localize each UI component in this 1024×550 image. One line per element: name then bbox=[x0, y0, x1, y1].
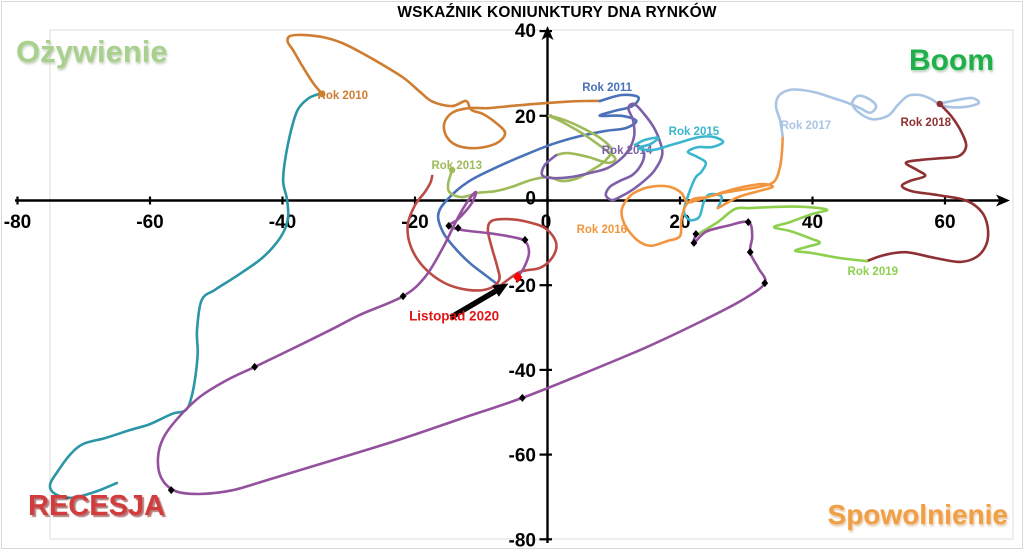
x-tick-label: -60 bbox=[136, 212, 163, 233]
series-rok-2020-month-marker bbox=[445, 221, 453, 230]
series-rok-2020-month-marker bbox=[518, 393, 526, 402]
series-rok-2018-start-dot bbox=[936, 100, 943, 108]
series-rok-2013-label: Rok 2013 bbox=[431, 160, 482, 172]
annotation-arrow-head bbox=[492, 283, 509, 297]
series-rok-2020-month-marker bbox=[521, 235, 529, 244]
series-rok-2020-month-marker bbox=[761, 279, 769, 288]
series-rok-2018-path bbox=[865, 102, 990, 264]
series-rok-2018-label: Rok 2018 bbox=[901, 117, 952, 129]
series-rok-2009-path bbox=[48, 92, 324, 500]
series-rok-2017-path bbox=[774, 88, 981, 138]
series-rok-2020-month-marker bbox=[692, 229, 700, 238]
series-rok-2017-label: Rok 2017 bbox=[781, 120, 832, 132]
series-rok-2020-month-marker bbox=[454, 224, 462, 233]
x-tick-label: -20 bbox=[401, 212, 428, 233]
series-rok-2020-month-marker bbox=[167, 486, 175, 495]
x-axis-arrowhead bbox=[996, 194, 1010, 207]
y-tick-label: -60 bbox=[509, 446, 536, 467]
chart-title: WSKAŹNIK KONIUNKTURY DNA RYNKÓW bbox=[397, 4, 717, 21]
series-rok-2020-path bbox=[156, 190, 767, 496]
series-rok-2014-path bbox=[540, 102, 664, 202]
series-rok-2020-month-marker bbox=[399, 292, 407, 301]
y-tick-label: 20 bbox=[515, 107, 536, 128]
annotation-arrow-shaft bbox=[449, 288, 497, 320]
x-tick-label: 60 bbox=[934, 212, 955, 233]
series-rok-2020-month-marker bbox=[251, 362, 259, 371]
y-axis-arrowhead bbox=[541, 26, 554, 40]
x-tick-label: 0 bbox=[541, 212, 552, 233]
series-rok-2020-month-marker bbox=[746, 248, 754, 257]
series-rok-2016-path bbox=[620, 134, 784, 248]
series-rok-2013-path bbox=[446, 114, 617, 199]
series-rok-2019-label: Rok 2019 bbox=[848, 266, 899, 278]
series-rok-2015-path bbox=[633, 135, 725, 222]
y-tick-label: -20 bbox=[509, 276, 536, 297]
quadrant-label-boom: Boom bbox=[909, 44, 994, 77]
annotation-label: Listopad 2020 bbox=[409, 309, 499, 324]
series-rok-2020-month-marker bbox=[690, 238, 698, 247]
series-rok-2010-label: Rok 2010 bbox=[318, 90, 369, 102]
series-rok-2016-label: Rok 2016 bbox=[577, 224, 628, 236]
x-tick-label: 40 bbox=[802, 212, 823, 233]
plot-area-border bbox=[49, 29, 1014, 540]
latest-point-diamond bbox=[513, 271, 523, 283]
series-rok-2015-label: Rok 2015 bbox=[669, 126, 720, 138]
y-tick-label: -80 bbox=[509, 530, 536, 550]
y-tick-label: 0 bbox=[525, 189, 536, 210]
y-tick-label: -40 bbox=[509, 361, 536, 382]
series-rok-2020-month-marker bbox=[744, 218, 752, 227]
x-tick-label: -80 bbox=[4, 212, 31, 233]
quadrant-label-recession: RECESJA bbox=[28, 490, 165, 522]
series-rok-2011-path bbox=[436, 93, 640, 288]
series-rok-2013-start-dot bbox=[448, 166, 456, 174]
series-rok-2010-path bbox=[286, 33, 602, 150]
series-rok-2019-path bbox=[695, 205, 869, 263]
quadrant-label-slowdown: Spowolnienie bbox=[827, 499, 1008, 530]
quadrant-label-recovery: Ożywienie bbox=[16, 34, 168, 69]
series-rok-2010-start-dot bbox=[319, 91, 326, 98]
y-tick-label: 40 bbox=[515, 21, 536, 42]
series-rok-2011-label: Rok 2011 bbox=[582, 82, 632, 94]
x-tick-label: -40 bbox=[269, 212, 296, 233]
series-rok-2012-path bbox=[406, 174, 558, 292]
